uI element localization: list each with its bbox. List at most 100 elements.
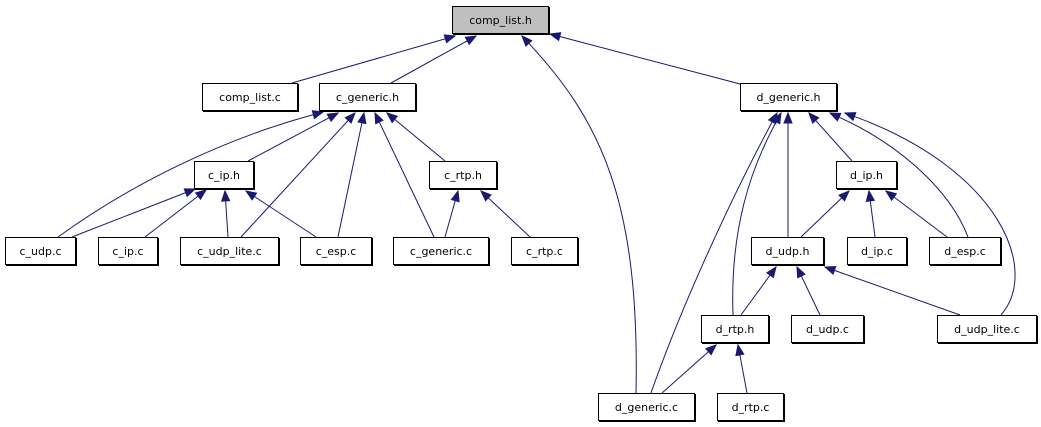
node-d-rtp-c[interactable]: d_rtp.c [717,393,785,422]
arrowhead-icon [843,112,857,122]
arrowhead-icon [443,34,457,44]
node-label: d_generic.c [615,401,678,414]
edge-line [337,122,363,238]
node-label: d_esp.c [944,245,986,258]
node-box [937,315,1037,343]
node-box [429,161,497,189]
edge-c-ip-c-to-c-ip-h [144,189,208,238]
edge-line [144,195,199,238]
edge-line [71,192,186,238]
edge-d-esp-c-to-d-generic-h [828,112,969,238]
node-c-esp-c[interactable]: c_esp.c [300,237,373,266]
edge-c-rtp-h-to-c-generic-h [385,112,446,162]
edge-d-ip-c-to-d-ip-h [865,189,876,238]
node-box [751,237,824,265]
node-box [701,315,769,343]
edge-c-udp-lite-c-to-c-generic-h [240,112,356,238]
edge-line [815,120,853,162]
node-label: d_udp.h [766,245,810,258]
node-box [194,161,254,189]
arrowhead-icon [385,112,399,124]
node-label: c_generic.h [336,91,399,104]
edge-line [394,118,446,162]
edge-line [650,121,773,394]
arrowhead-icon [357,111,367,125]
node-c-generic-h[interactable]: c_generic.h [319,83,417,112]
edge-line [378,121,435,238]
edge-line [225,200,229,238]
node-c-rtp-h[interactable]: c_rtp.h [429,161,498,190]
node-box [836,161,897,189]
node-d-udp-lite-c[interactable]: d_udp_lite.c [937,315,1038,344]
node-c-udp-c[interactable]: c_udp.c [5,237,77,266]
edges-layer [57,32,1016,394]
node-label: d_udp.c [806,323,849,336]
arrowhead-icon [464,35,478,46]
arrowhead-icon [823,266,837,275]
edge-line [240,120,349,238]
arrowhead-icon [865,189,876,203]
node-label: d_ip.c [861,245,893,258]
node-d-ip-h[interactable]: d_ip.h [836,161,898,190]
arrowhead-icon [838,190,850,202]
node-c-rtp-c[interactable]: c_rtp.c [511,237,579,266]
edge-line [732,121,777,316]
edge-c-esp-c-to-c-ip-h [244,190,317,238]
node-box [598,393,695,421]
arrowhead-icon [344,112,356,124]
node-d-generic-h[interactable]: d_generic.h [740,83,838,112]
node-box [319,83,416,111]
edge-d-udp-h-to-d-generic-h [783,111,793,237]
edge-line [834,269,961,316]
edge-d-rtp-h-to-d-generic-h [732,111,782,316]
node-label: c_ip.c [112,245,143,258]
edge-line [559,36,745,86]
edge-line [444,200,456,238]
node-label: d_generic.h [756,91,820,104]
node-c-ip-c[interactable]: c_ip.c [98,237,159,266]
edge-d-rtp-c-to-d-rtp-h [735,343,748,394]
node-comp-list-c[interactable]: comp_list.c [202,83,299,112]
edge-c-udp-c-to-c-ip-h [71,188,197,238]
node-box [202,83,298,111]
node-c-ip-h[interactable]: c_ip.h [194,161,255,190]
node-label: comp_list.c [219,91,281,104]
edge-line [390,40,468,84]
edge-line [893,196,948,238]
edge-line [247,117,330,162]
arrowhead-icon [450,189,460,203]
arrowhead-icon [183,188,197,198]
node-label: d_udp_lite.c [954,323,1020,336]
node-comp-list-h[interactable]: comp_list.h [452,6,550,35]
edge-d-generic-c-to-d-rtp-h [661,344,718,394]
arrowhead-icon [884,190,898,202]
node-box [740,83,837,111]
node-label: c_generic.c [410,245,472,258]
node-d-rtp-h[interactable]: d_rtp.h [701,315,770,344]
node-d-ip-c[interactable]: d_ip.c [847,237,908,266]
node-d-generic-c[interactable]: d_generic.c [598,393,696,422]
node-d-udp-h[interactable]: d_udp.h [751,237,825,266]
edge-d-rtp-h-to-d-udp-h [740,265,777,316]
node-c-udp-lite-c[interactable]: c_udp_lite.c [180,237,280,266]
node-c-generic-c[interactable]: c_generic.c [393,237,490,266]
edge-line [739,354,748,394]
node-label: comp_list.h [469,14,532,27]
node-box [511,237,578,265]
node-box [98,237,158,265]
edge-d-udp-lite-c-to-d-udp-h [823,266,961,316]
node-box [393,237,489,265]
edge-line [800,275,821,316]
edge-d-udp-c-to-d-udp-h [796,265,821,316]
edge-line [291,38,446,84]
node-d-esp-c[interactable]: d_esp.c [929,237,1002,266]
node-label: c_esp.c [316,245,357,258]
arrowhead-icon [828,112,842,122]
edge-line [254,196,317,238]
node-d-udp-c[interactable]: d_udp.c [791,315,865,344]
edge-c-esp-c-to-c-generic-h [337,111,367,238]
arrowhead-icon [808,111,820,124]
edge-d-udp-lite-c-to-d-generic-h [843,112,1016,316]
edge-c-generic-c-to-c-rtp-h [444,189,460,238]
